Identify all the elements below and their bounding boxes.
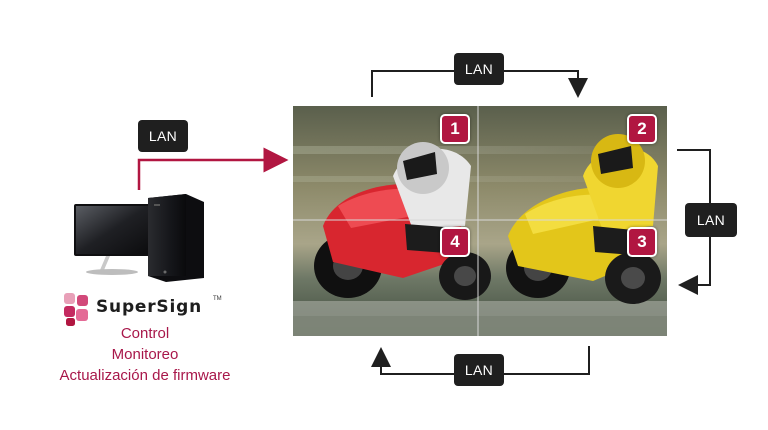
feature-control: Control xyxy=(120,325,170,342)
tile-number-4: 4 xyxy=(440,227,470,257)
tile-number-1: 1 xyxy=(440,114,470,144)
lan-badge-bottom: LAN xyxy=(454,354,504,386)
tile-number-3: 3 xyxy=(627,227,657,257)
tile-number-2: 2 xyxy=(627,114,657,144)
feature-monitoring: Monitoreo xyxy=(111,346,179,363)
motorcycle-race-image xyxy=(293,106,667,336)
pc-to-wall-line xyxy=(137,147,289,190)
trademark: TM xyxy=(213,296,222,302)
brand-name: SuperSign xyxy=(96,297,202,317)
computer-icon xyxy=(74,194,204,282)
lan-badge-right: LAN xyxy=(685,203,737,237)
feature-firmware-update: Actualización de firmware xyxy=(59,367,231,384)
lan-badge-pc: LAN xyxy=(138,120,188,152)
lan-badge-top: LAN xyxy=(454,53,504,85)
supersign-logo-icon xyxy=(64,293,88,326)
video-wall: 1 2 3 4 xyxy=(293,106,667,336)
